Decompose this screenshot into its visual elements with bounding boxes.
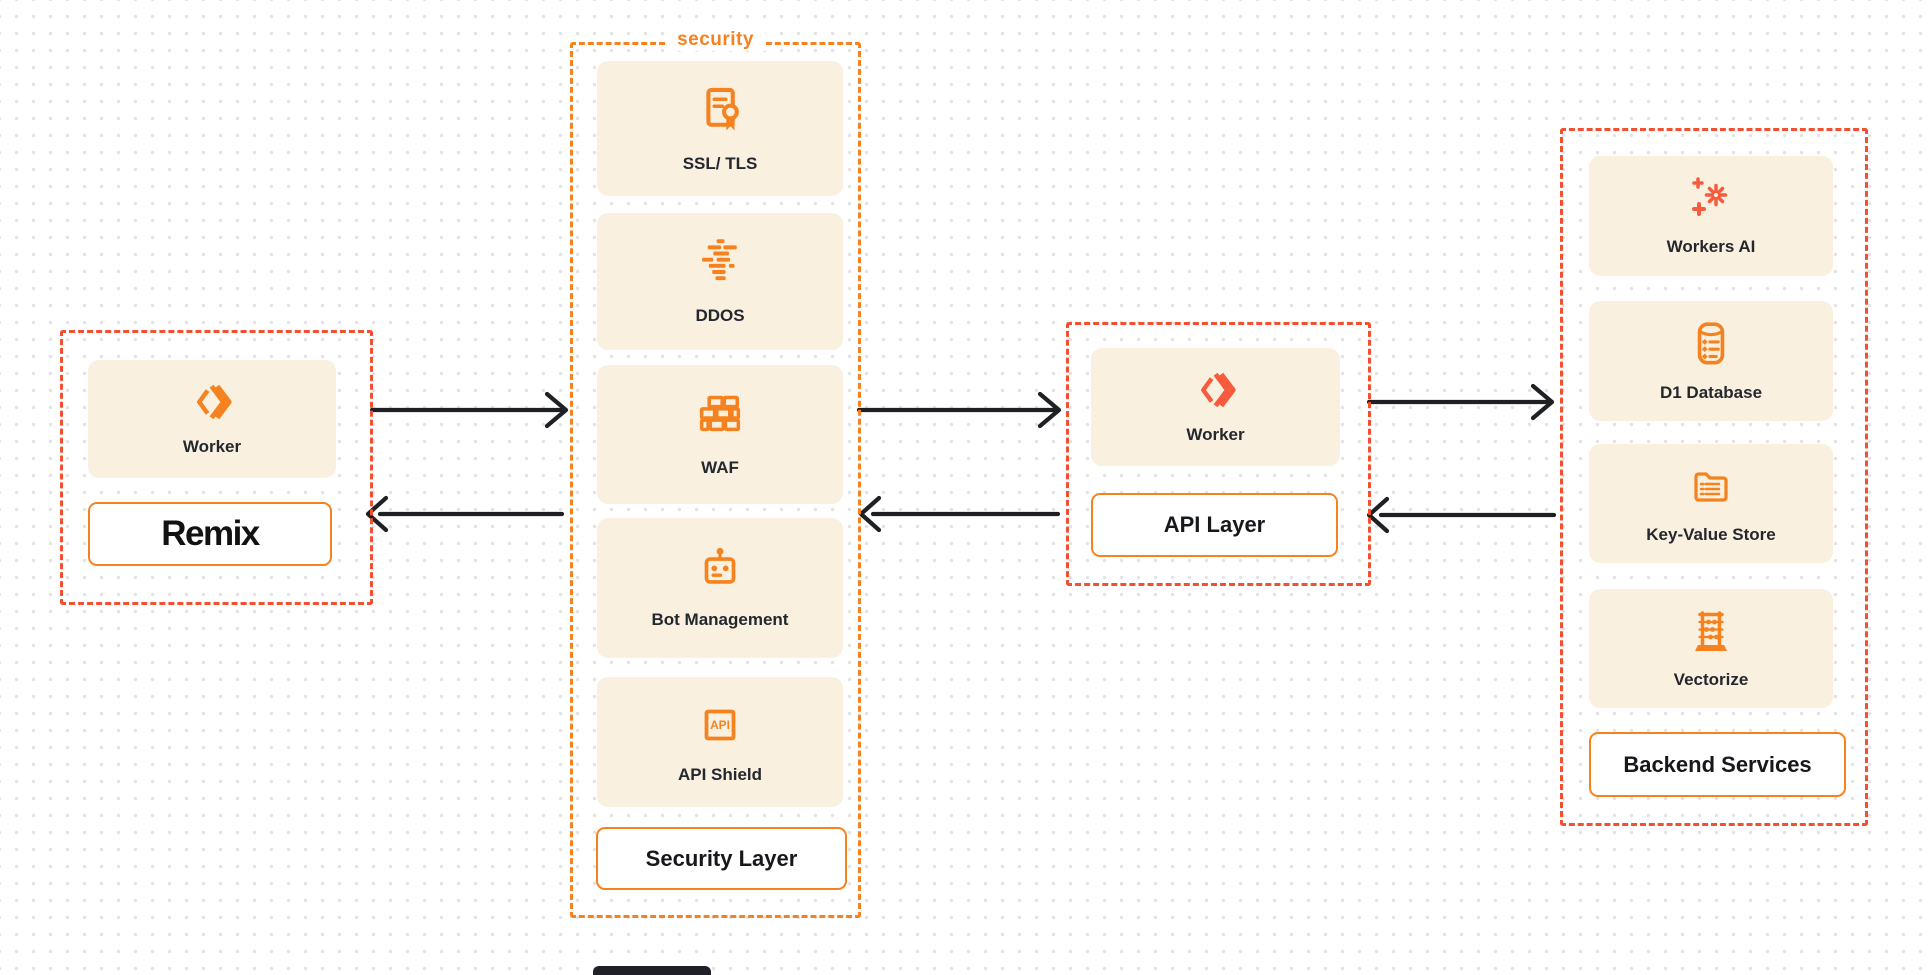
security-layer-label: Security Layer: [645, 845, 798, 871]
vectorize-node[interactable]: Vectorize: [1589, 589, 1833, 708]
node-label: API Shield: [677, 765, 763, 785]
workers-icon: [197, 385, 232, 420]
node-label: Worker: [182, 437, 242, 457]
remix-logo: Remix: [161, 514, 260, 553]
d1-database-node[interactable]: D1 Database: [1589, 301, 1833, 421]
frontend-worker-node[interactable]: Worker: [88, 360, 336, 478]
backend-group: Workers AI D1 Database: [1560, 128, 1868, 826]
api-box-icon: API: [704, 710, 736, 741]
node-label: Key-Value Store: [1646, 524, 1776, 544]
arrow-backend-to-api: [1366, 496, 1557, 534]
ssl-tls-node[interactable]: SSL/ TLS: [597, 61, 843, 196]
robot-icon: [704, 548, 736, 585]
api-worker-node[interactable]: Worker: [1091, 348, 1340, 466]
brick-wall-icon: [699, 395, 741, 432]
arrow-security-to-api: [856, 391, 1062, 429]
folder-list-icon: [1694, 472, 1728, 502]
node-label: SSL/ TLS: [682, 153, 758, 173]
workers-ai-node[interactable]: Workers AI: [1589, 156, 1833, 276]
arrow-api-to-backend: [1366, 383, 1555, 421]
ddos-node[interactable]: DDOS: [597, 213, 843, 350]
workers-icon: [1200, 373, 1236, 408]
node-label: DDOS: [695, 305, 745, 325]
backend-services-node[interactable]: Backend Services: [1589, 732, 1846, 797]
arrow-frontend-to-security: [369, 391, 569, 429]
api-layer-node[interactable]: API Layer: [1091, 493, 1338, 557]
node-label: D1 Database: [1659, 383, 1763, 403]
arrow-api-to-security: [858, 495, 1061, 533]
api-box-icon-text: API: [710, 718, 730, 732]
ddos-attack-icon: [702, 239, 737, 281]
node-label: WAF: [701, 457, 739, 477]
key-value-store-node[interactable]: Key-Value Store: [1589, 444, 1833, 563]
security-layer-node[interactable]: Security Layer: [596, 827, 847, 890]
node-label: Bot Management: [651, 610, 789, 630]
bot-management-node[interactable]: Bot Management: [597, 518, 843, 658]
waf-node[interactable]: WAF: [597, 365, 843, 504]
node-label: Worker: [1186, 425, 1245, 445]
api-layer-label: API Layer: [1163, 512, 1266, 537]
certificate-icon: [706, 87, 739, 131]
remix-node[interactable]: Remix: [88, 502, 332, 566]
security-group-title: security: [665, 29, 766, 51]
node-label: Workers AI: [1666, 237, 1756, 257]
abacus-icon: [1695, 611, 1727, 651]
api-layer-group: Worker API Layer: [1066, 322, 1371, 586]
api-shield-node[interactable]: API API Shield: [597, 677, 843, 807]
database-icon: [1697, 322, 1725, 366]
arrow-security-to-frontend: [365, 495, 565, 533]
backend-services-label: Backend Services: [1623, 751, 1812, 777]
bottom-toolbar-edge[interactable]: [593, 966, 711, 975]
frontend-group: Worker Remix: [60, 330, 373, 605]
security-group: security SSL/ TLS: [570, 29, 861, 918]
node-label: Vectorize: [1673, 669, 1749, 689]
ai-burst-icon: [1692, 177, 1728, 217]
